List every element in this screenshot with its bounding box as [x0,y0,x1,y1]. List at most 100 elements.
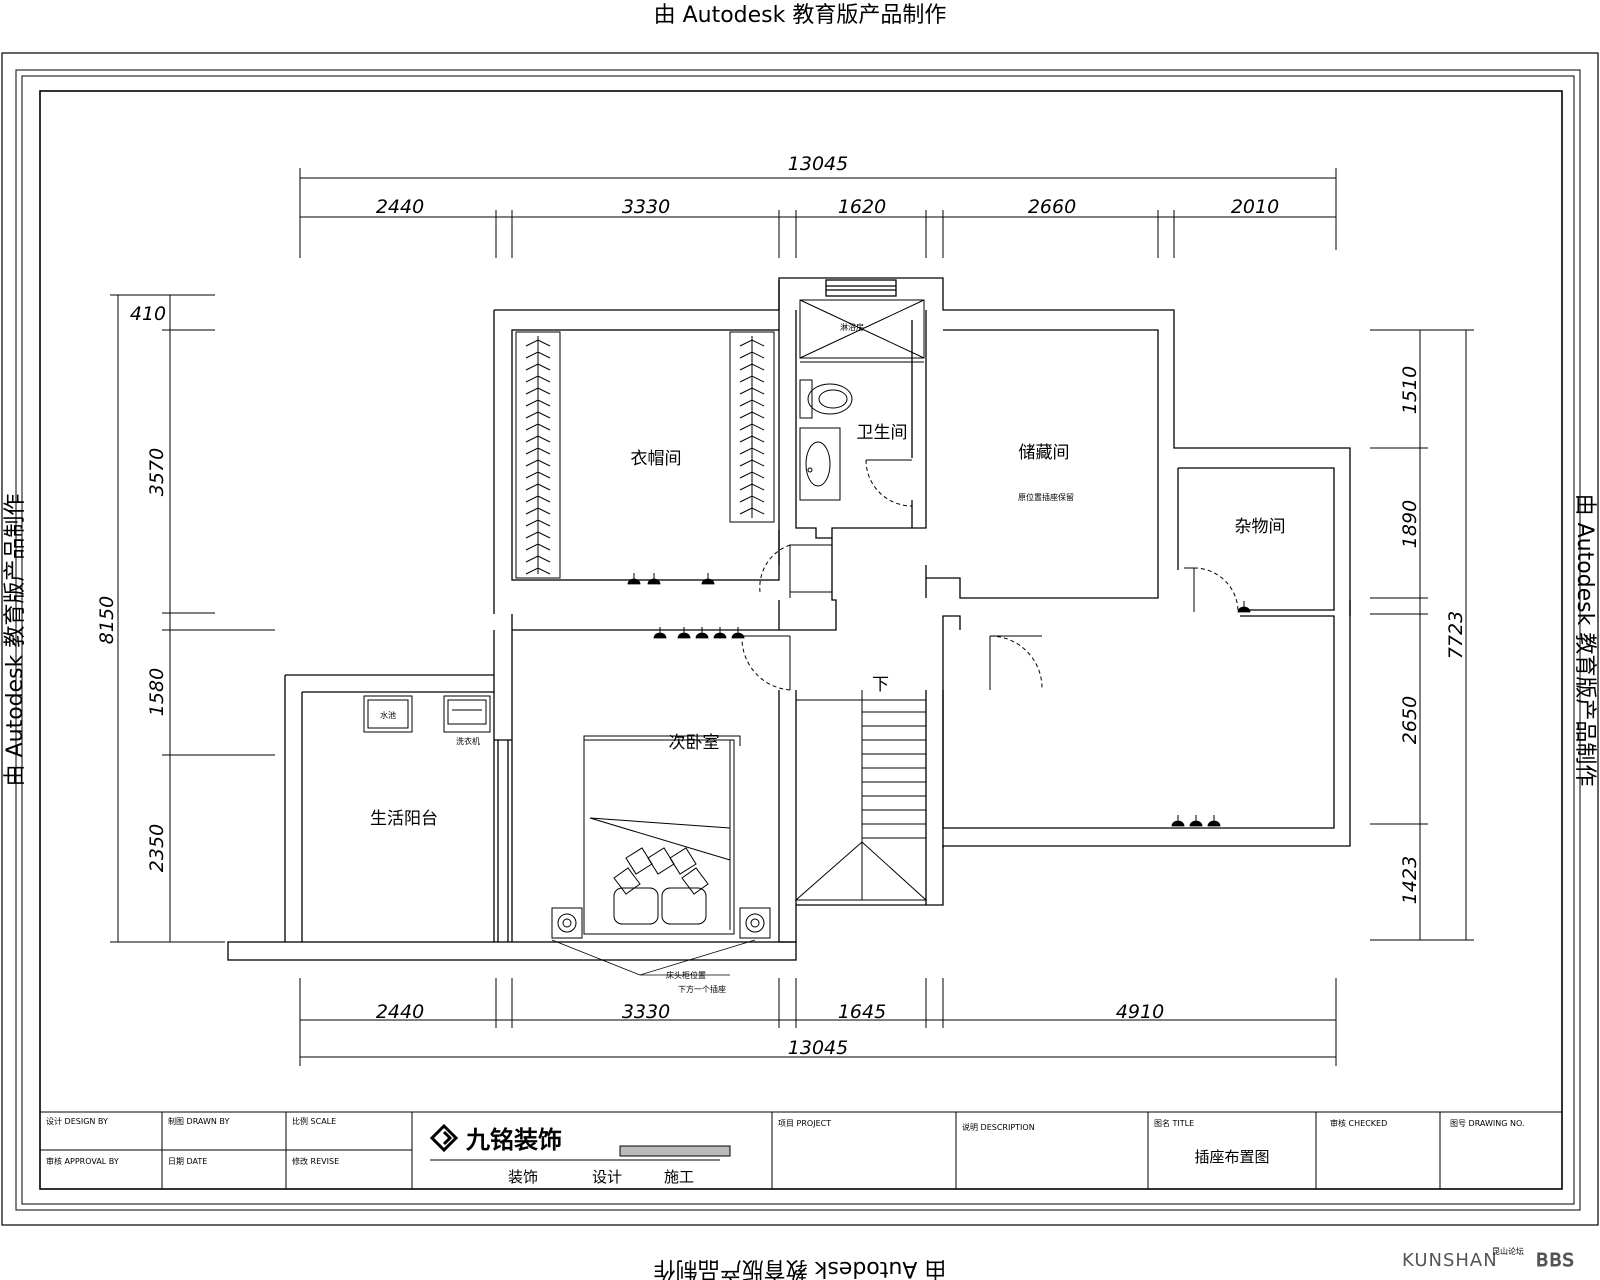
left-dimensions [110,294,275,943]
washing-machine [443,695,491,733]
title-block [39,1111,1563,1190]
shower-enclosure [799,299,925,363]
hanger-mark [525,459,551,467]
hanger-mark [525,363,551,371]
dim-left-3: 1580 [146,668,168,716]
hanger-mark [739,363,765,371]
hanger-marks [525,339,765,575]
tb-checked-label: 审核 CHECKED [1330,1118,1387,1128]
hanger-mark [525,471,551,479]
hanger-mark [739,375,765,383]
hanger-mark [739,351,765,359]
dim-bottom-3: 1645 [838,1001,886,1023]
wardrobe-left [515,331,561,579]
hanger-mark [739,387,765,395]
hanger-mark [525,555,551,563]
outlet-icon [1189,820,1203,827]
shower-label: 淋浴房 [840,322,864,332]
outlet-icon [647,578,661,585]
tb-title-label: 图名 TITLE [1154,1118,1194,1128]
dim-right-2: 1890 [1399,500,1421,548]
room-bedroom: 次卧室 [669,733,720,753]
company-name: 九铭装饰 [465,1126,562,1154]
hanger-mark [525,423,551,431]
hanger-mark [525,495,551,503]
dim-top-total: 13045 [788,153,848,175]
toilet-icon [799,379,853,419]
hanger-mark [525,447,551,455]
hanger-mark [739,411,765,419]
hanger-mark [525,435,551,443]
bottom-dimensions [299,978,1337,1066]
outlet-icon [731,632,745,639]
hanger-mark [739,447,765,455]
hanger-mark [739,471,765,479]
hanger-mark [739,507,765,515]
dim-top-5: 2010 [1231,196,1279,218]
drawing-title: 插座布置图 [1194,1148,1269,1166]
basin-icon [799,427,841,501]
watermark-top: 由 Autodesk 教育版产品制作 [654,3,947,28]
hanger-mark [739,483,765,491]
outlet-symbols [627,573,1251,827]
hanger-mark [525,543,551,551]
outlet-icon [627,578,641,585]
hanger-mark [525,411,551,419]
tb-field-4: 审核 APPROVAL BY [46,1156,119,1166]
top-dimensions [299,168,1337,258]
sheet-border [1,52,1599,1226]
room-balcony: 生活阳台 [370,809,438,829]
stair-steps [862,711,926,839]
outlet-leader-bed [551,939,756,976]
tb-field-5: 日期 DATE [168,1157,207,1166]
outlet-icon [653,632,667,639]
service-2: 设计 [592,1168,622,1186]
dim-left-2: 3570 [146,448,168,496]
hanger-mark [739,339,765,347]
dim-left-1: 410 [130,303,166,325]
dim-top-4: 2660 [1028,196,1076,218]
hanger-mark [525,351,551,359]
outlet-icon [695,632,709,639]
dim-bottom-1: 2440 [376,1001,424,1023]
nightstand-right [739,907,771,939]
forum-mark-text: KUNSHAN [1402,1250,1498,1271]
hanger-mark [739,399,765,407]
company-logo-icon [429,1123,459,1153]
outlet-icon [1207,820,1221,827]
dim-bottom-4: 4910 [1116,1001,1164,1023]
outlet-icon [1237,606,1251,613]
outlet-note-line-1: 床头柜位置 [666,970,706,980]
dim-top-3: 1620 [838,196,886,218]
hanger-mark [525,399,551,407]
forum-mark-cn: 昆山论坛 [1492,1246,1524,1256]
tb-description-label: 说明 DESCRIPTION [962,1122,1035,1132]
service-1: 装饰 [508,1168,538,1186]
tb-project-label: 项目 PROJECT [778,1119,831,1128]
hanger-mark [525,519,551,527]
hanger-mark [739,423,765,431]
hanger-mark [525,483,551,491]
dim-right-4: 1423 [1399,856,1421,904]
sink-unit [363,695,413,733]
room-cloakroom: 衣帽间 [631,449,682,469]
hanger-mark [525,339,551,347]
room-storage: 储藏间 [1019,443,1070,463]
doors [741,459,1239,691]
walls [227,277,1351,961]
right-dimensions [1370,329,1474,941]
dim-top-1: 2440 [376,196,424,218]
room-bathroom: 卫生间 [857,423,908,443]
hanger-mark [739,495,765,503]
sink-label: 水池 [380,710,396,720]
tb-field-6: 修改 REVISE [292,1156,339,1166]
double-bed [583,735,741,935]
outlet-icon [677,632,691,639]
storage-note: 原位置插座保留 [1018,492,1074,502]
tb-field-3: 比例 SCALE [292,1116,336,1126]
dim-right-1: 1510 [1399,366,1421,414]
outlet-icon [713,632,727,639]
dim-top-2: 3330 [622,196,670,218]
watermark-right: 由 Autodesk 教育版产品制作 [1572,494,1597,787]
room-utility: 杂物间 [1235,517,1286,537]
